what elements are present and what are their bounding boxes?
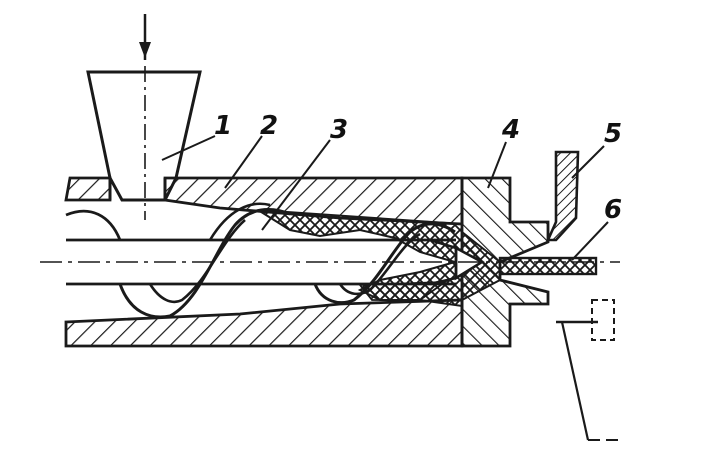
cutting-knife — [545, 150, 580, 242]
label-screw: 3 — [330, 115, 348, 145]
extruded-strand — [498, 256, 598, 276]
label-strand: 6 — [604, 195, 622, 225]
screw — [65, 202, 458, 319]
receiving-bracket — [556, 299, 620, 441]
barrel-bottom-wall — [64, 298, 464, 348]
label-hopper: 1 — [214, 111, 232, 141]
leader-lines — [161, 135, 609, 261]
label-barrel: 2 — [260, 111, 278, 141]
feed-arrow — [139, 14, 151, 60]
barrel-top-left — [64, 176, 112, 202]
label-die: 4 — [501, 115, 520, 145]
label-knife: 5 — [604, 119, 622, 149]
